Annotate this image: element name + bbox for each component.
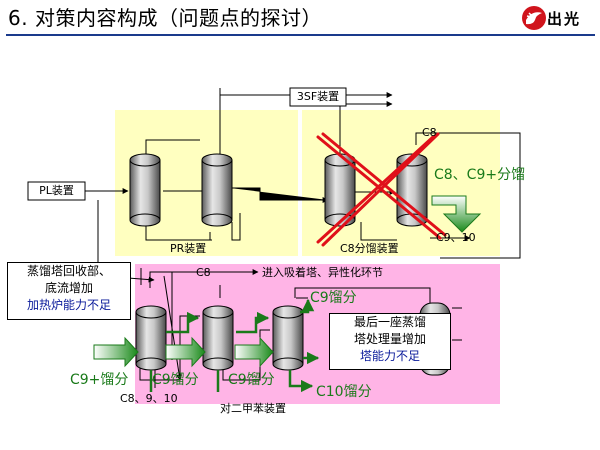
- px-unit-label: 对二甲苯装置: [220, 402, 286, 415]
- px-column-2: [202, 305, 234, 371]
- title-divider: [6, 34, 595, 36]
- pr-column-2: [201, 153, 233, 227]
- green-bent-arrow: [431, 195, 482, 233]
- idemitsu-apollo-logo-icon: [522, 6, 546, 30]
- c9plus-fraction-label: C9+馏分: [70, 372, 129, 388]
- c9-fraction-b-label: C9馏分: [228, 372, 275, 388]
- pr-to-c8-arrow: [230, 187, 329, 203]
- cancel-cross-icon: [316, 132, 447, 247]
- right-problem-note: 最后一座蒸馏 塔处理量增加 塔能力不足: [329, 313, 451, 370]
- 3sf-unit-label: 3SF装置: [296, 90, 340, 103]
- c8-top-label: C8: [422, 126, 437, 139]
- brand-name: 出光: [547, 10, 582, 28]
- feed-arrow-3: [234, 336, 274, 368]
- c8-fraction-unit-label: C8分馏装置: [340, 242, 399, 255]
- 3sf-unit-box: [289, 87, 347, 107]
- slide-title: 6. 对策内容构成（问题点的探讨）: [8, 6, 322, 30]
- pr-column-1: [129, 153, 161, 227]
- c10-fraction-label: C10馏分: [316, 384, 372, 400]
- pl-unit-label: PL装置: [39, 184, 74, 197]
- c9-c10-label: C9、10: [436, 231, 476, 244]
- feed-arrow-2: [165, 336, 206, 368]
- px-column-1: [135, 305, 167, 371]
- c9-fraction-a-label: C9馏分: [152, 372, 199, 388]
- c8-px-top-label: C8: [196, 266, 211, 279]
- left-problem-note: 蒸馏塔回收部、 底流增加 加热炉能力不足: [7, 262, 131, 320]
- c8-9-10-label: C8、9、10: [120, 392, 178, 405]
- px-column-3: [272, 305, 304, 371]
- left-note-line-1: 蒸馏塔回收部、: [26, 264, 111, 278]
- green-flow-arrows: [93, 336, 274, 368]
- right-note-line-2: 塔处理量增加: [353, 332, 426, 346]
- c8-c9-fraction-label: C8、C9+分馏: [434, 167, 526, 183]
- right-note-line-3: 塔能力不足: [359, 349, 420, 363]
- adsorber-label: 进入吸着塔、异性化环节: [262, 266, 383, 279]
- c9-fraction-top-label: C9馏分: [310, 290, 357, 306]
- diag-feed-arrow: [163, 275, 183, 381]
- feed-arrow-1: [93, 336, 139, 368]
- pr-unit-label: PR装置: [170, 242, 207, 255]
- left-note-line-2: 底流增加: [44, 281, 93, 295]
- right-note-line-1: 最后一座蒸馏: [353, 315, 426, 329]
- left-note-line-3: 加热炉能力不足: [26, 298, 111, 312]
